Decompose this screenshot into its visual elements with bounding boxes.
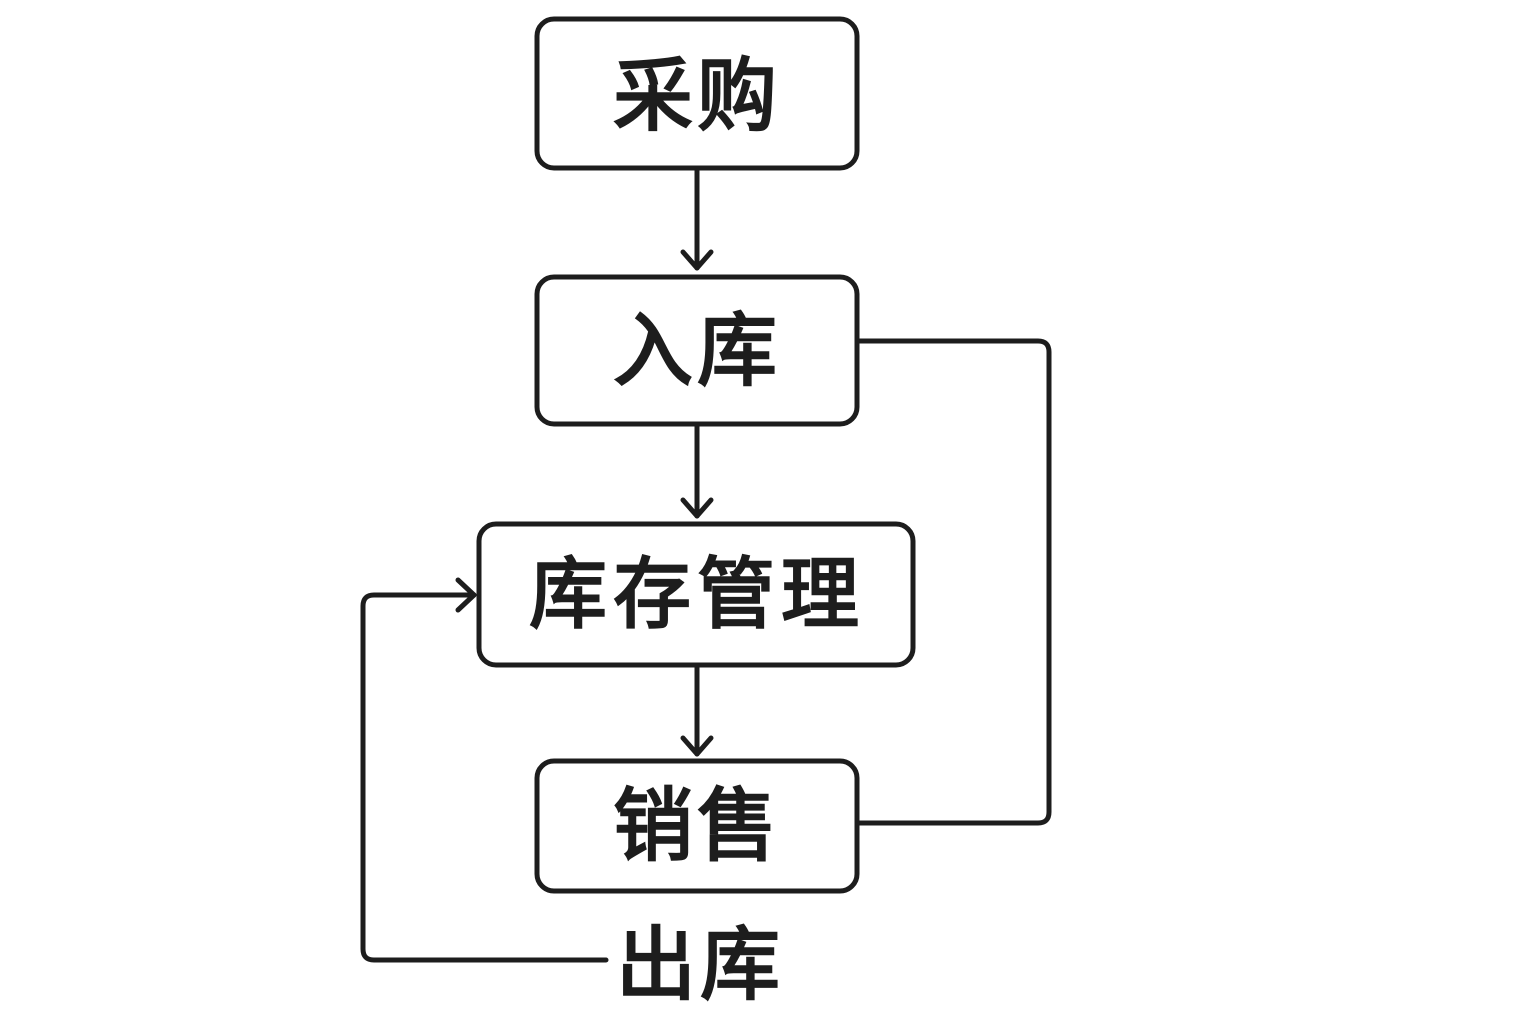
connector-inbound-to-sales-loop — [855, 338, 1052, 826]
arrowhead-right-icon — [455, 577, 477, 613]
node-inventory-label: 库存管理 — [529, 550, 865, 640]
connector-outbound-to-inventory — [360, 577, 609, 963]
connector-inbound-to-inventory — [680, 423, 714, 519]
arrowhead-down-icon — [680, 249, 714, 271]
node-purchase: 采购 — [534, 16, 860, 171]
node-inbound: 入库 — [534, 274, 860, 427]
arrowhead-down-icon — [680, 497, 714, 519]
outbound-label: 出库 — [616, 919, 784, 1012]
node-inventory: 库存管理 — [476, 521, 916, 668]
node-sales-label: 销售 — [613, 780, 781, 873]
arrowhead-down-icon — [680, 735, 714, 757]
node-sales: 销售 — [534, 758, 860, 894]
node-purchase-label: 采购 — [613, 50, 781, 143]
connector-purchase-to-inbound — [680, 167, 714, 271]
connector-inventory-to-sales — [680, 664, 714, 757]
node-inbound-label: 入库 — [613, 305, 781, 398]
